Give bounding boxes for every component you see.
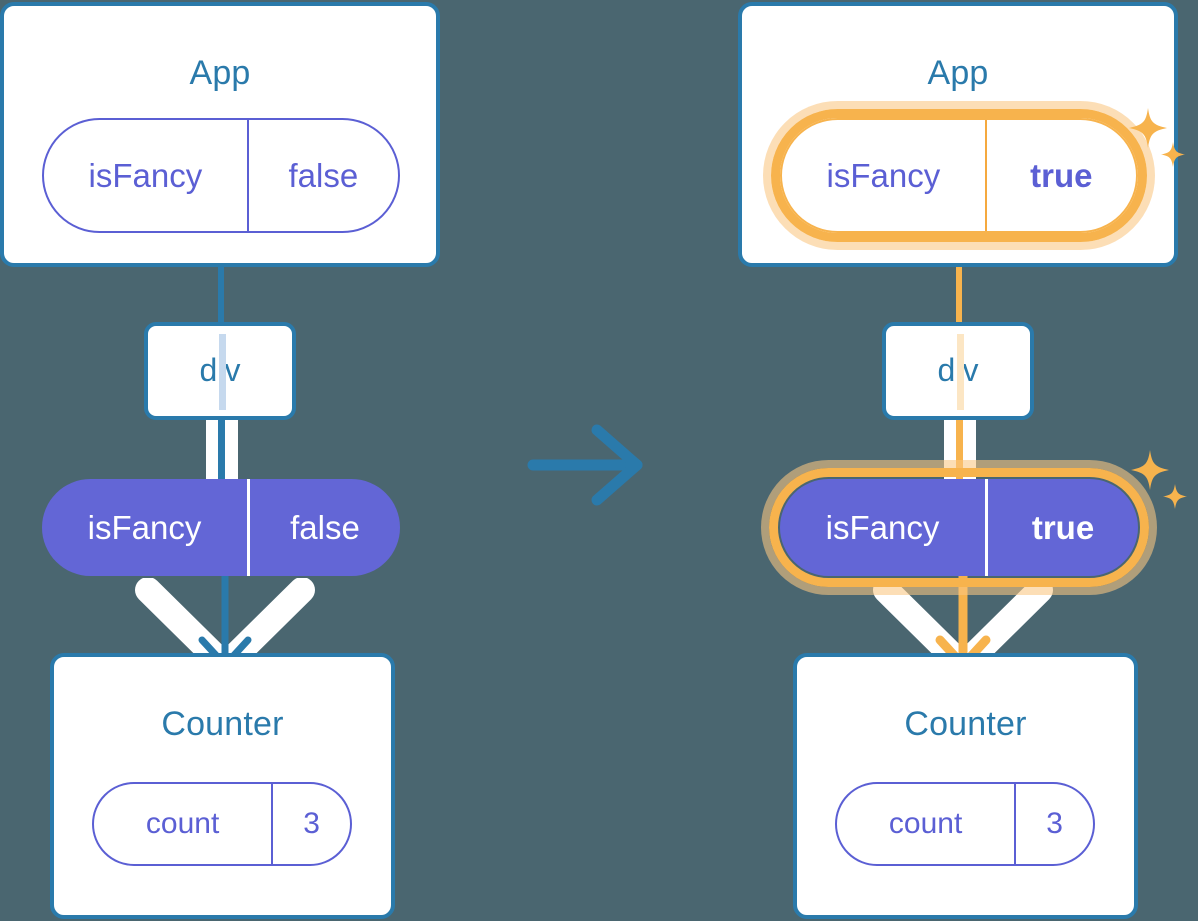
counter-title-before: Counter bbox=[161, 705, 284, 743]
app-state-pill-before: isFancy false bbox=[42, 118, 400, 233]
transition-arrow-right-icon bbox=[527, 424, 643, 506]
pill-value: false bbox=[246, 120, 398, 231]
counter-state-pill-before: count 3 bbox=[92, 782, 352, 866]
app-title-before: App bbox=[189, 54, 251, 92]
pill-value: false bbox=[247, 479, 400, 576]
connector-app-to-div-before bbox=[218, 258, 224, 328]
pill-value: true bbox=[985, 479, 1138, 576]
pill-key: isFancy bbox=[88, 156, 203, 194]
rail-core-after bbox=[956, 418, 963, 488]
prop-pill-before: isFancy false bbox=[42, 479, 400, 576]
pill-key: isFancy bbox=[826, 156, 941, 194]
prop-line-through-div-before bbox=[219, 334, 226, 410]
panel-before: App isFancy false div isFancy false bbox=[0, 0, 460, 921]
pill-key: isFancy bbox=[87, 508, 202, 546]
counter-title-after: Counter bbox=[904, 705, 1027, 743]
pill-key: count bbox=[145, 807, 220, 840]
counter-card-before: Counter bbox=[50, 653, 395, 919]
panel-after: App isFancy true div isFancy true bbox=[738, 0, 1198, 921]
pill-value: 3 bbox=[1014, 784, 1093, 864]
counter-state-pill-after: count 3 bbox=[835, 782, 1095, 866]
pill-key: isFancy bbox=[825, 508, 940, 546]
app-title-after: App bbox=[927, 54, 989, 92]
connector-app-to-div-after bbox=[956, 258, 962, 328]
app-state-pill-after: isFancy true bbox=[780, 118, 1138, 233]
pill-key: count bbox=[888, 807, 963, 840]
prop-pill-after: isFancy true bbox=[780, 479, 1138, 576]
pill-value: 3 bbox=[271, 784, 350, 864]
rail-core-before bbox=[218, 418, 225, 488]
pill-value: true bbox=[984, 120, 1136, 231]
prop-line-through-div-after bbox=[957, 334, 964, 410]
